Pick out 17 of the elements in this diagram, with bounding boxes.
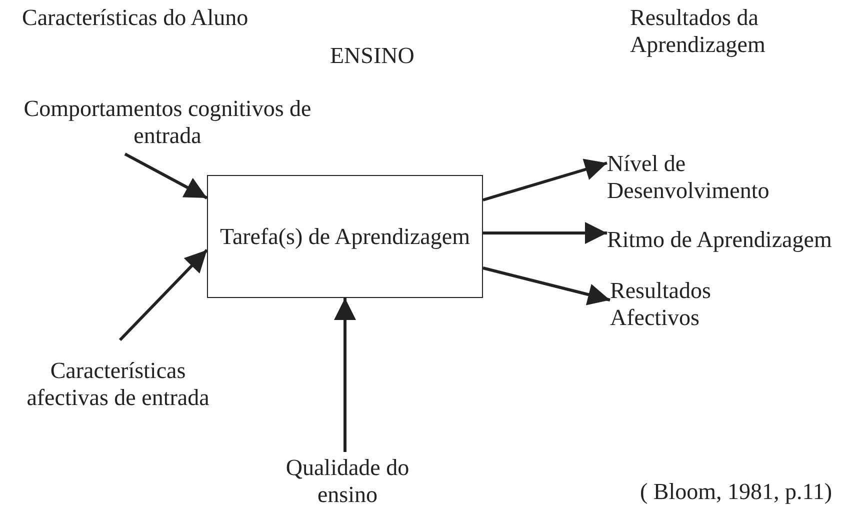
node-label: Características afectivas de entrada xyxy=(26,357,210,411)
text-label: ENSINO xyxy=(330,42,416,69)
arrow xyxy=(482,158,608,202)
node-label: Qualidade do ensino xyxy=(284,454,410,508)
text-label: ( Bloom, 1981, p.11) xyxy=(640,478,834,505)
text-label: Características do Aluno xyxy=(22,4,250,31)
node-label: Comportamentos cognitivos de entrada xyxy=(22,95,312,149)
arrow xyxy=(124,152,208,200)
node-label: Nível de Desenvolvimento xyxy=(607,150,770,204)
arrow xyxy=(482,266,610,306)
process-box: Tarefa(s) de Aprendizagem xyxy=(207,175,483,298)
node-label: Resultados Afectivos xyxy=(610,277,712,331)
arrow xyxy=(483,222,607,244)
arrow xyxy=(334,298,356,452)
node-label: Ritmo de Aprendizagem xyxy=(607,226,833,252)
text-label: Resultados da Aprendizagem xyxy=(630,4,766,58)
arrow xyxy=(118,248,208,342)
